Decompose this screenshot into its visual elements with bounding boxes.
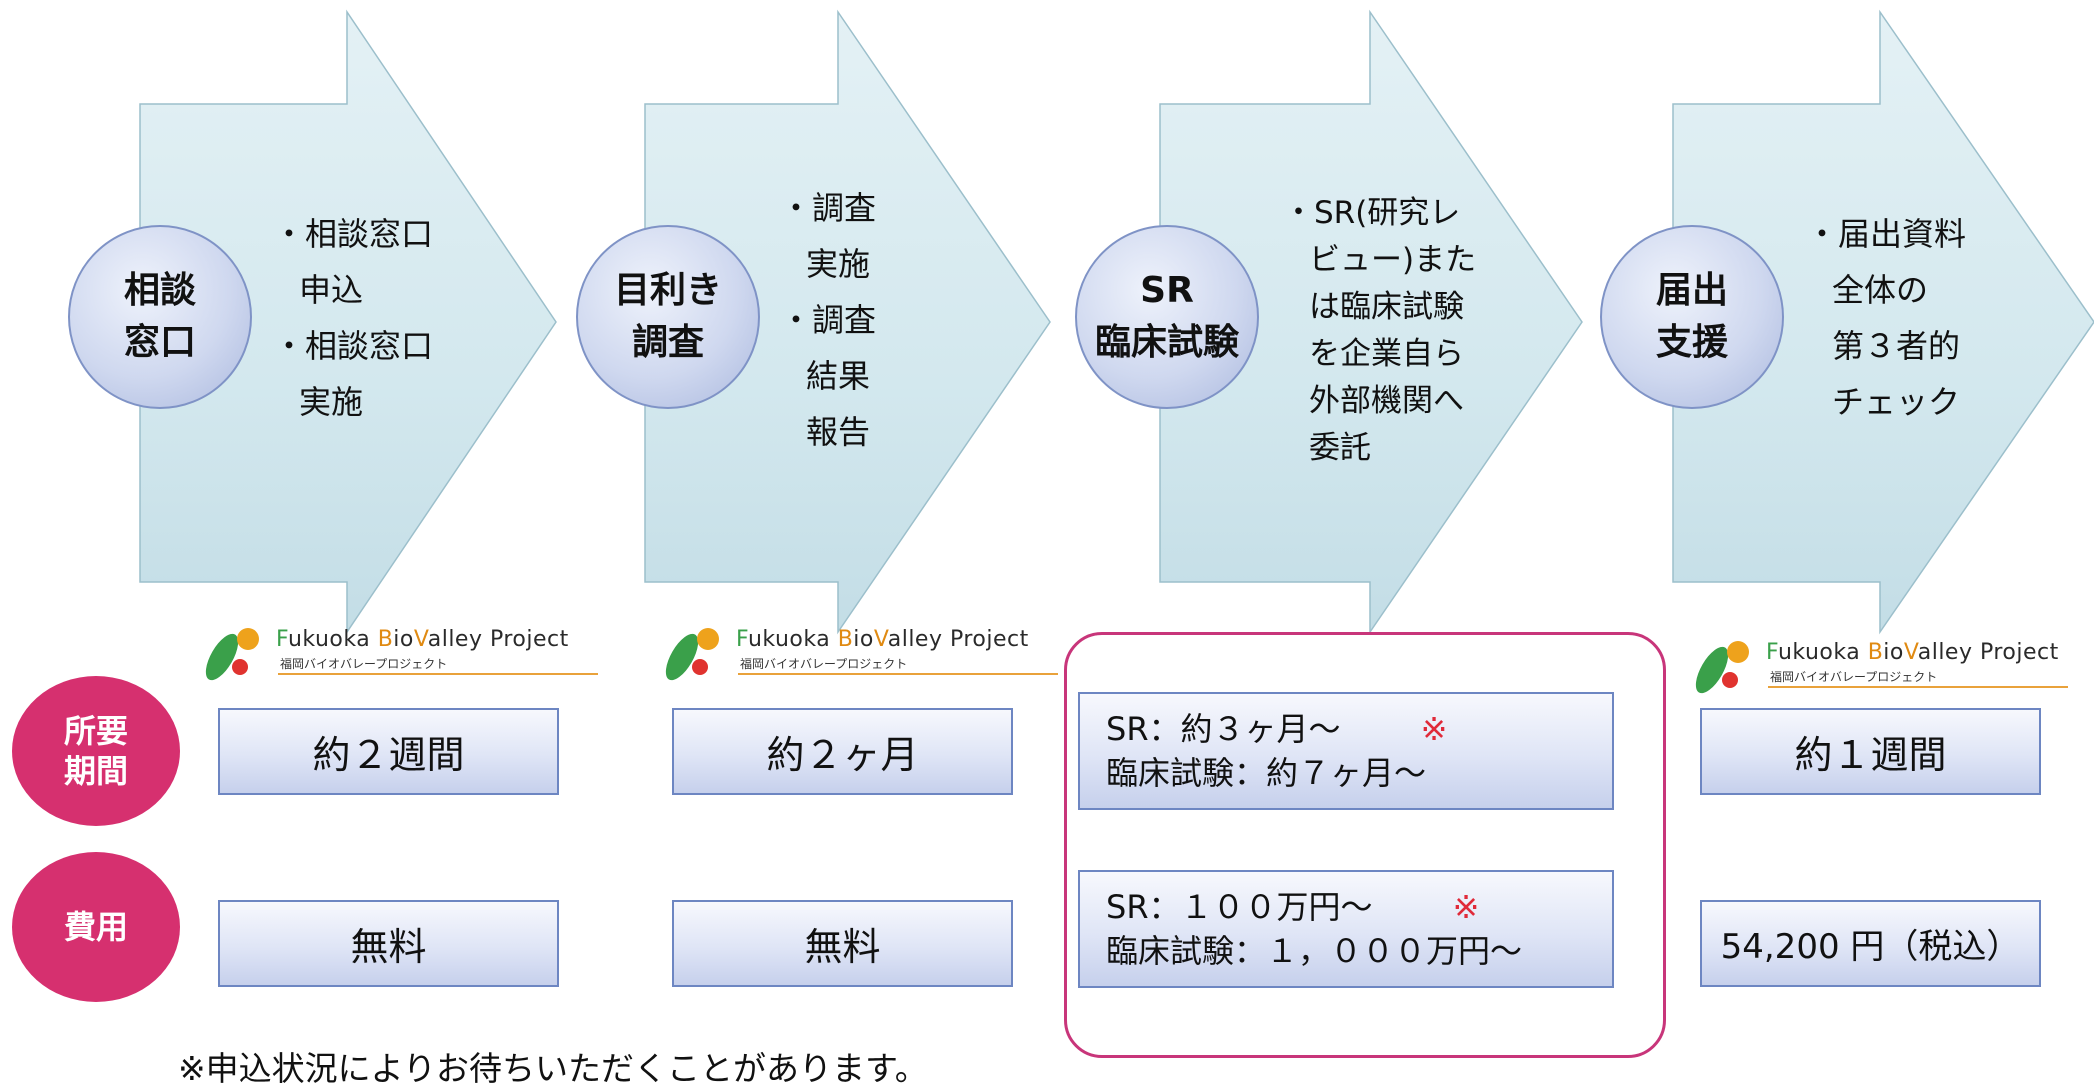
logo-underline	[278, 673, 598, 675]
logo-subtitle: 福岡バイオバレープロジェクト	[280, 657, 448, 671]
logo-leaf-icon	[665, 628, 719, 681]
cost-step-1: 無料	[218, 900, 559, 987]
bullet-text: 委託	[1309, 430, 1371, 466]
bullet-text: 報告	[806, 413, 871, 451]
step-circle-clinical: SR 臨床試験	[1075, 225, 1259, 409]
logo-name: Fukuoka BioValley Project	[1766, 640, 2059, 665]
bullet-text: ・届出資料	[1806, 215, 1967, 253]
fukuoka-biovalley-logo: Fukuoka BioValley Project 福岡バイオバレープロジェクト	[660, 625, 1060, 685]
step-3-details: ・SR(研究レ ビュー)また は臨床試験 を企業自ら 外部機関へ 委託	[1283, 190, 1476, 472]
step-4-details: ・届出資料 全体の 第３者的 チェック	[1806, 206, 1966, 430]
circle-line: 臨床試験	[1094, 322, 1239, 363]
bullet-text: を企業自ら	[1309, 336, 1464, 372]
logo-name: Fukuoka BioValley Project	[736, 627, 1029, 652]
circle-line: SR	[1140, 269, 1194, 311]
period-label: 所要 期間	[12, 676, 180, 826]
logo-leaf-icon	[1695, 641, 1749, 694]
process-arrow-3	[1159, 9, 1583, 635]
process-arrows	[139, 9, 2094, 635]
circle-line: 支援	[1655, 322, 1728, 363]
period-step-2: 約２ヶ月	[672, 708, 1013, 795]
bullet-text: ・調査	[780, 301, 877, 339]
period-step-3: SR：約３ヶ月～※ 臨床試験：約７ヶ月～	[1078, 692, 1614, 810]
step-circle-filing: 届出 支援	[1600, 225, 1784, 409]
bullet-text: 結果	[806, 357, 871, 395]
flow-diagram: 相談 窓口 目利き 調査 SR 臨床試験 届出 支援 ・相談窓口 申込 ・相談窓…	[12, 9, 2094, 1088]
cost-line: SR：１００万円～※	[1106, 888, 1480, 926]
highlight-frame	[1064, 632, 1666, 1058]
process-arrow-2	[644, 9, 1051, 635]
cost-label: 費用	[12, 852, 180, 1002]
step-circle-survey: 目利き 調査	[576, 225, 760, 409]
circle-line: 目利き	[613, 269, 722, 311]
bullet-text: 第３者的	[1832, 327, 1961, 365]
pill-line: 期間	[63, 752, 128, 790]
bullet-text: ・相談窓口	[273, 215, 434, 253]
footnote: ※申込状況によりお待ちいただくことがあります。	[178, 1049, 928, 1088]
period-step-1: 約２週間	[218, 708, 559, 795]
bullet-text: 全体の	[1832, 271, 1929, 309]
bullet-text: チェック	[1832, 383, 1961, 421]
cost-line: 臨床試験：１，０００万円～	[1106, 932, 1523, 970]
period-step-4: 約１週間	[1700, 708, 2041, 795]
pill-line: 所要	[63, 712, 128, 750]
bullet-text: 実施	[299, 383, 364, 421]
logo-underline	[738, 673, 1058, 675]
fukuoka-biovalley-logo: Fukuoka BioValley Project 福岡バイオバレープロジェクト	[200, 625, 600, 685]
bullet-text: ビュー)また	[1309, 242, 1477, 278]
logo-underline	[1768, 686, 2068, 688]
bullet-text: 外部機関へ	[1309, 383, 1464, 419]
cost-step-2: 無料	[672, 900, 1013, 987]
bullet-text: ・調査	[780, 189, 877, 227]
bullet-text: は臨床試験	[1309, 289, 1464, 325]
pill-line: 費用	[63, 908, 128, 946]
step-2-details: ・調査 実施 ・調査 結果 報告	[780, 180, 876, 460]
process-arrow-1	[139, 9, 557, 635]
logo-subtitle: 福岡バイオバレープロジェクト	[740, 657, 908, 671]
logo-leaf-icon	[205, 628, 259, 681]
bullet-text: 申込	[299, 271, 364, 309]
asterisk-mark: ※	[1452, 888, 1480, 926]
process-arrow-4	[1672, 9, 2094, 635]
asterisk-mark: ※	[1420, 710, 1448, 748]
step-circle-consultation: 相談 窓口	[68, 225, 252, 409]
circle-line: 窓口	[123, 322, 196, 363]
period-line: SR：約３ヶ月～※	[1106, 710, 1448, 748]
bullet-text: ・SR(研究レ	[1283, 195, 1461, 231]
circle-line: 相談	[123, 269, 196, 311]
fukuoka-biovalley-logo: Fukuoka BioValley Project 福岡バイオバレープロジェクト	[1690, 638, 2090, 698]
logo-subtitle: 福岡バイオバレープロジェクト	[1770, 670, 1938, 684]
period-line: 臨床試験：約７ヶ月～	[1106, 754, 1427, 792]
circle-line: 調査	[631, 322, 704, 363]
cost-step-4: 54,200 円（税込）	[1700, 900, 2041, 987]
bullet-text: ・相談窓口	[273, 327, 434, 365]
logo-name: Fukuoka BioValley Project	[276, 627, 569, 652]
circle-line: 届出	[1655, 269, 1728, 311]
bullet-text: 実施	[806, 245, 871, 283]
step-1-details: ・相談窓口 申込 ・相談窓口 実施	[273, 206, 433, 430]
cost-step-3: SR：１００万円～※ 臨床試験：１，０００万円～	[1078, 870, 1614, 988]
